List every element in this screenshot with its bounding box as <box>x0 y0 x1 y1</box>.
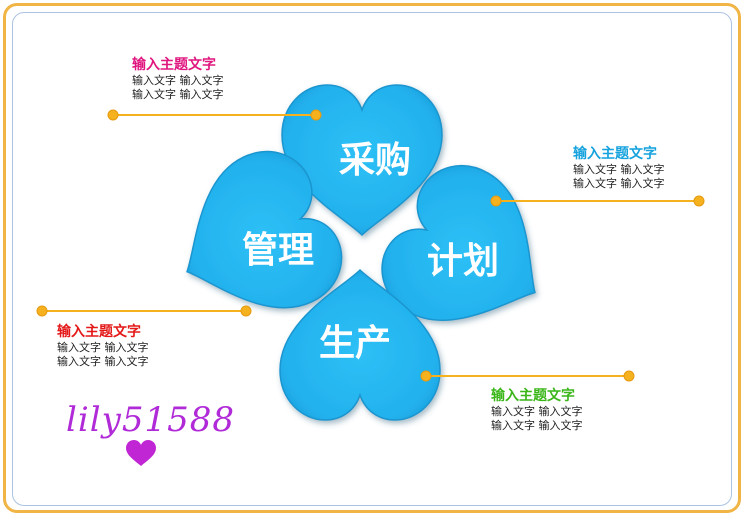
watermark-heart-icon <box>126 440 156 466</box>
connector-right <box>490 195 705 207</box>
callout-line: 输入文字 输入文字 <box>132 88 224 101</box>
callout-line: 输入文字 输入文字 <box>57 355 149 368</box>
callout-top-left: 输入主题文字 输入文字 输入文字 输入文字 输入文字 <box>132 58 224 100</box>
petal-label-top: 采购 <box>339 140 411 181</box>
callout-title: 输入主题文字 <box>132 57 216 73</box>
petal-label-right: 计划 <box>427 241 499 282</box>
callout-line: 输入文字 输入文字 <box>491 405 583 418</box>
watermark-signature: lily51588 <box>66 400 235 440</box>
callout-title: 输入主题文字 <box>57 324 141 340</box>
connector-left <box>36 305 252 317</box>
callout-line: 输入文字 输入文字 <box>57 341 149 354</box>
callout-line: 输入文字 输入文字 <box>491 419 583 432</box>
callout-line: 输入文字 输入文字 <box>573 163 665 176</box>
callout-title: 输入主题文字 <box>573 146 657 162</box>
callout-right: 输入主题文字 输入文字 输入文字 输入文字 输入文字 <box>573 147 665 189</box>
connector-top-left <box>107 109 322 121</box>
connector-bottom-right <box>420 370 635 382</box>
callout-bottom-right: 输入主题文字 输入文字 输入文字 输入文字 输入文字 <box>491 389 583 431</box>
callout-left: 输入主题文字 输入文字 输入文字 输入文字 输入文字 <box>57 325 149 367</box>
petal-label-left: 管理 <box>242 230 314 271</box>
callout-title: 输入主题文字 <box>491 388 575 404</box>
callout-line: 输入文字 输入文字 <box>573 177 665 190</box>
callout-line: 输入文字 输入文字 <box>132 74 224 87</box>
petal-label-bottom: 生产 <box>319 323 391 364</box>
